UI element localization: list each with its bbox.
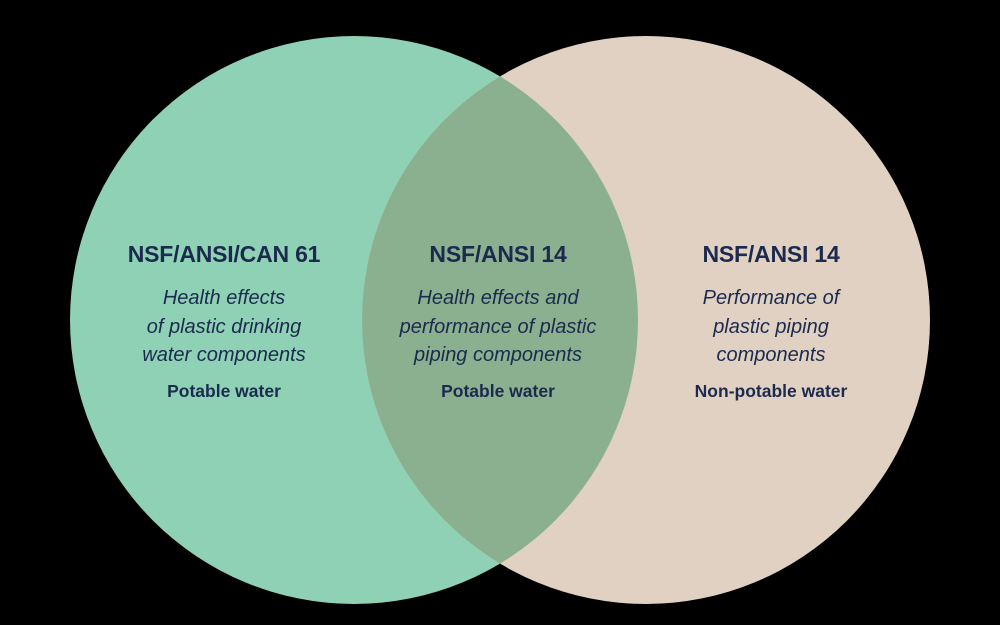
- right-region-title: NSF/ANSI 14: [702, 241, 840, 267]
- overlap-description-line: performance of plastic: [399, 315, 597, 338]
- left-description-line: of plastic drinking: [146, 315, 302, 338]
- overlap-description-line: Health effects and: [417, 287, 579, 309]
- left-region-title: NSF/ANSI/CAN 61: [127, 241, 321, 267]
- right-description-line: plastic piping: [713, 315, 829, 338]
- right-region-label: NSF/ANSI 14 Performance of plastic pipin…: [695, 240, 848, 402]
- overlap-region-title: NSF/ANSI 14: [429, 241, 567, 267]
- overlap-region-description: Health effects and performance of plasti…: [400, 284, 597, 370]
- left-description-line: Health effects: [162, 287, 286, 309]
- overlap-region-label: NSF/ANSI 14 Health effects and performan…: [400, 240, 597, 402]
- overlap-description-line: piping components: [414, 344, 582, 366]
- right-description-line: Performance of: [702, 287, 840, 309]
- right-description-line: components: [716, 344, 826, 366]
- overlap-region-scope: Potable water: [441, 380, 555, 401]
- right-region-description: Performance of plastic piping components: [695, 284, 848, 370]
- left-description-line: water components: [142, 344, 306, 366]
- left-region-scope: Potable water: [167, 380, 281, 401]
- right-region-scope: Non-potable water: [694, 380, 848, 401]
- left-region-label: NSF/ANSI/CAN 61 Health effects of plasti…: [128, 240, 321, 402]
- overlap-region: [362, 36, 638, 604]
- left-region-description: Health effects of plastic drinking water…: [128, 284, 321, 370]
